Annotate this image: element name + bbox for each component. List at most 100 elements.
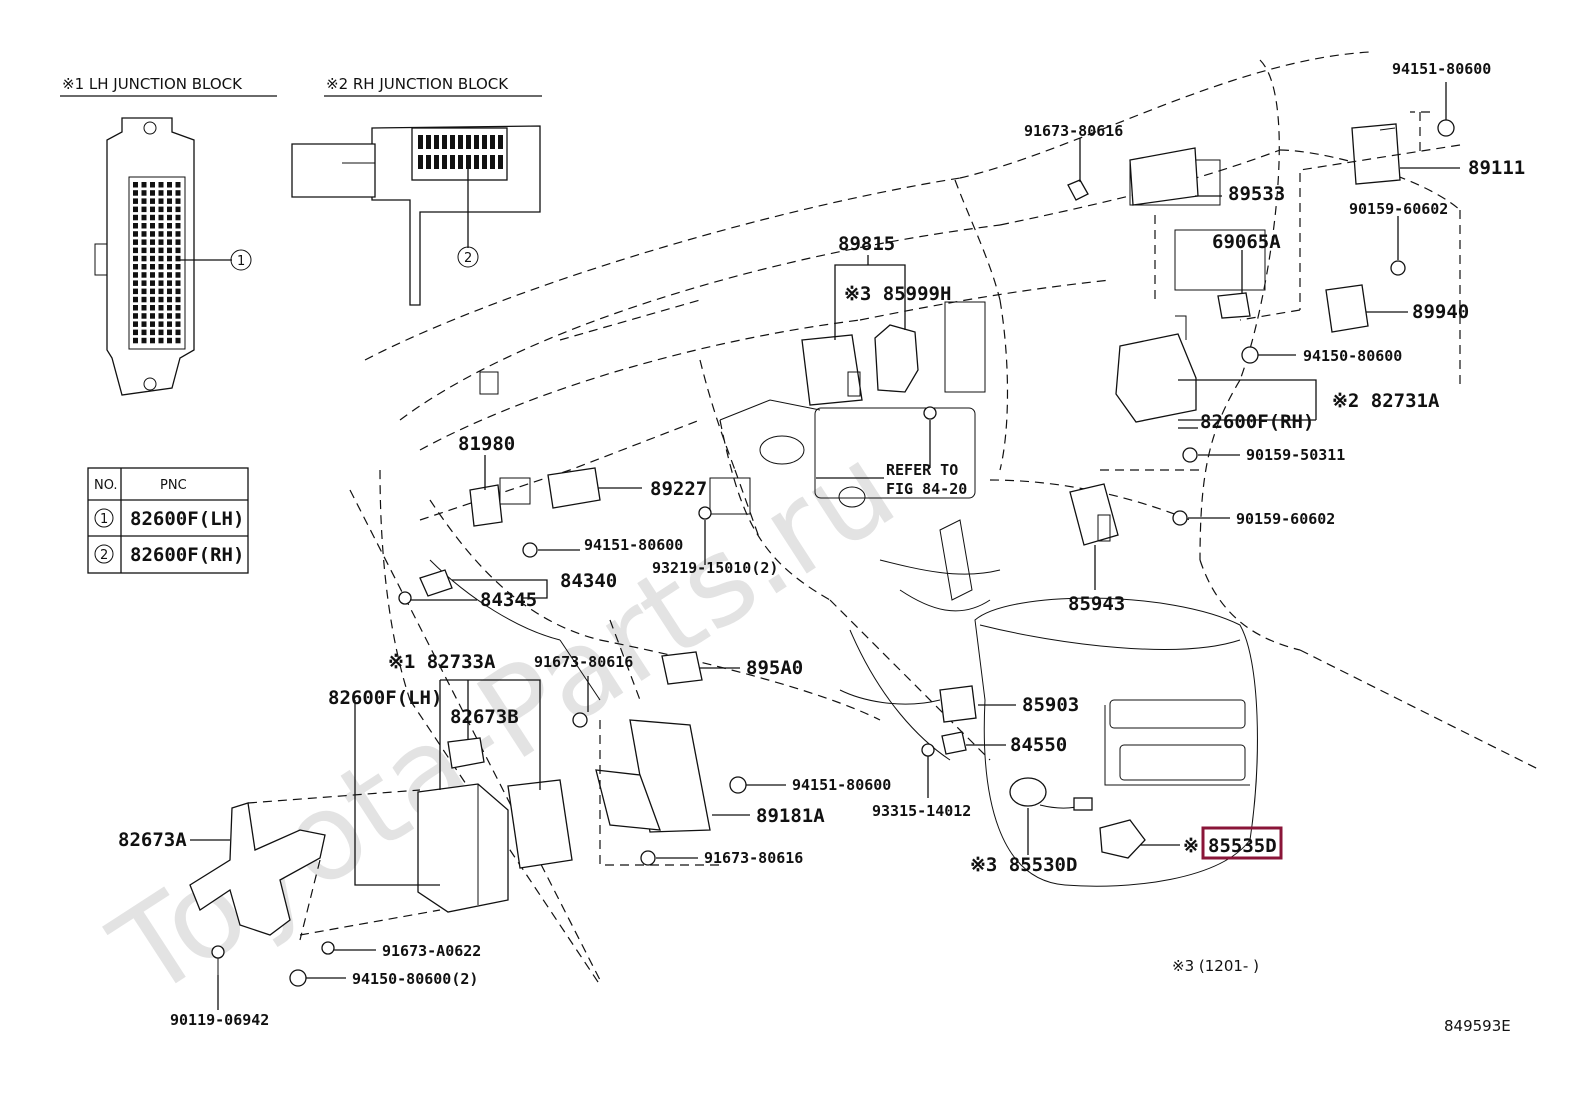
fuse-slot <box>158 329 164 336</box>
fuse-slot <box>167 182 172 188</box>
fuse-slot <box>158 296 164 303</box>
fuse-slot <box>133 305 138 311</box>
fuse-slot <box>167 296 172 303</box>
fuse-slot <box>167 214 172 221</box>
fuse-slot <box>133 288 138 295</box>
label-89111: 89111 <box>1468 157 1525 179</box>
label-89181A: 89181A <box>756 805 825 827</box>
fuse-slot <box>158 247 164 254</box>
fuse-slot <box>133 321 138 327</box>
fuse-slot <box>418 135 423 149</box>
fuse-slot <box>175 264 181 270</box>
fuse-slot <box>150 239 155 245</box>
label-94150-80600: 94150-80600 <box>1303 347 1402 365</box>
fuse-slot <box>175 223 181 229</box>
fuse-slot <box>175 190 181 196</box>
label-85535D-mark: ※ <box>1183 835 1199 857</box>
lh-junction-block-illustration <box>94 117 195 396</box>
callout-number-2: 2 <box>464 251 472 266</box>
fuse-slot <box>175 272 181 278</box>
fuse-slot <box>150 313 155 319</box>
fuse-slot <box>133 296 138 303</box>
label-84345: 84345 <box>480 589 537 611</box>
fuse-slot <box>167 190 172 196</box>
label-94151-80600-mid: 94151-80600 <box>584 536 683 554</box>
fuse-slot <box>175 305 181 311</box>
label-89815: 89815 <box>838 233 895 255</box>
fuse-slot <box>418 155 423 169</box>
fuse-slot <box>150 231 155 237</box>
label-89533: 89533 <box>1228 183 1285 205</box>
label-91673-A0622: 91673-A0622 <box>382 942 481 960</box>
figure-id: 849593E <box>1444 1017 1511 1035</box>
label-895A0: 895A0 <box>746 657 803 679</box>
label-85943: 85943 <box>1068 593 1125 615</box>
fuse-slot <box>175 182 181 188</box>
fuse-slot <box>133 182 138 188</box>
bolt-90119-06942 <box>211 945 225 975</box>
fuse-slot <box>133 206 138 213</box>
fuse-slot <box>482 155 487 169</box>
fuse-slot <box>150 206 155 213</box>
part-89181A-illustration <box>595 719 711 833</box>
bolt-91673-80616-top <box>1067 179 1089 201</box>
fuse-slot <box>158 214 164 221</box>
part-85535D-illustration <box>1099 819 1146 859</box>
fuse-slot <box>150 296 155 303</box>
lh-junction-block-header: ※1 LH JUNCTION BLOCK <box>62 75 243 93</box>
fuse-slot <box>133 214 138 221</box>
fuse-slot <box>141 206 147 213</box>
part-82600F-LH-illustration <box>417 783 509 913</box>
label-84550: 84550 <box>1010 734 1067 756</box>
fuse-slot <box>150 329 155 336</box>
fuse-slot <box>158 223 164 229</box>
fuse-slot <box>167 264 172 270</box>
label-94151-80600: 94151-80600 <box>1392 60 1491 78</box>
callout-number-1: 1 <box>237 254 245 269</box>
fuse-slot <box>466 155 471 169</box>
label-85535D[interactable]: 85535D <box>1208 835 1277 857</box>
fuse-slot <box>490 155 495 169</box>
fuse-slot <box>141 239 147 245</box>
fuse-slot <box>158 313 164 319</box>
fuse-slot <box>150 214 155 221</box>
fuse-slot <box>175 247 181 254</box>
bolt-91673-80616-low <box>640 850 656 866</box>
fuse-slot <box>167 305 172 311</box>
nut-94151-80600-mid <box>522 542 538 558</box>
fuse-slot <box>158 198 164 204</box>
label-82731A: ※2 82731A <box>1332 390 1440 412</box>
label-91673-80616-mid: 91673-80616 <box>534 653 633 671</box>
fuse-slot <box>141 272 147 278</box>
label-82600F-LH: 82600F(LH) <box>328 687 442 709</box>
label-93315-14012: 93315-14012 <box>872 802 971 820</box>
label-90119-06942: 90119-06942 <box>170 1011 269 1029</box>
fuse-slot <box>141 313 147 319</box>
table-row-pnc: 82600F(RH) <box>130 544 244 566</box>
part-89815-illustration <box>801 334 863 406</box>
label-refer-to: REFER TO <box>886 461 958 479</box>
fuse-slot <box>482 135 487 149</box>
fuse-slot <box>158 321 164 327</box>
fuse-slot <box>442 155 447 169</box>
fuse-slot <box>426 135 431 149</box>
fuse-slot <box>450 135 455 149</box>
label-90159-60602: 90159-60602 <box>1349 200 1448 218</box>
fuse-slot <box>175 231 181 237</box>
fuse-slot <box>150 337 155 344</box>
part-82731A-illustration <box>1115 315 1197 423</box>
fuse-slot <box>175 321 181 327</box>
part-69065A-illustration <box>1217 292 1251 319</box>
label-82673B: 82673B <box>450 706 519 728</box>
nut-94150-80600-2 <box>289 969 307 987</box>
fuse-slot <box>474 135 479 149</box>
part-895A0-illustration <box>661 651 703 685</box>
label-82600F-RH: 82600F(RH) <box>1200 411 1314 433</box>
table-row-no: 1 <box>100 512 108 527</box>
fuse-slot <box>434 155 439 169</box>
part-82733A-illustration <box>507 779 573 869</box>
part-85530D-illustration <box>1009 777 1093 811</box>
fuse-slot <box>167 272 172 278</box>
fuse-slot <box>133 337 138 344</box>
